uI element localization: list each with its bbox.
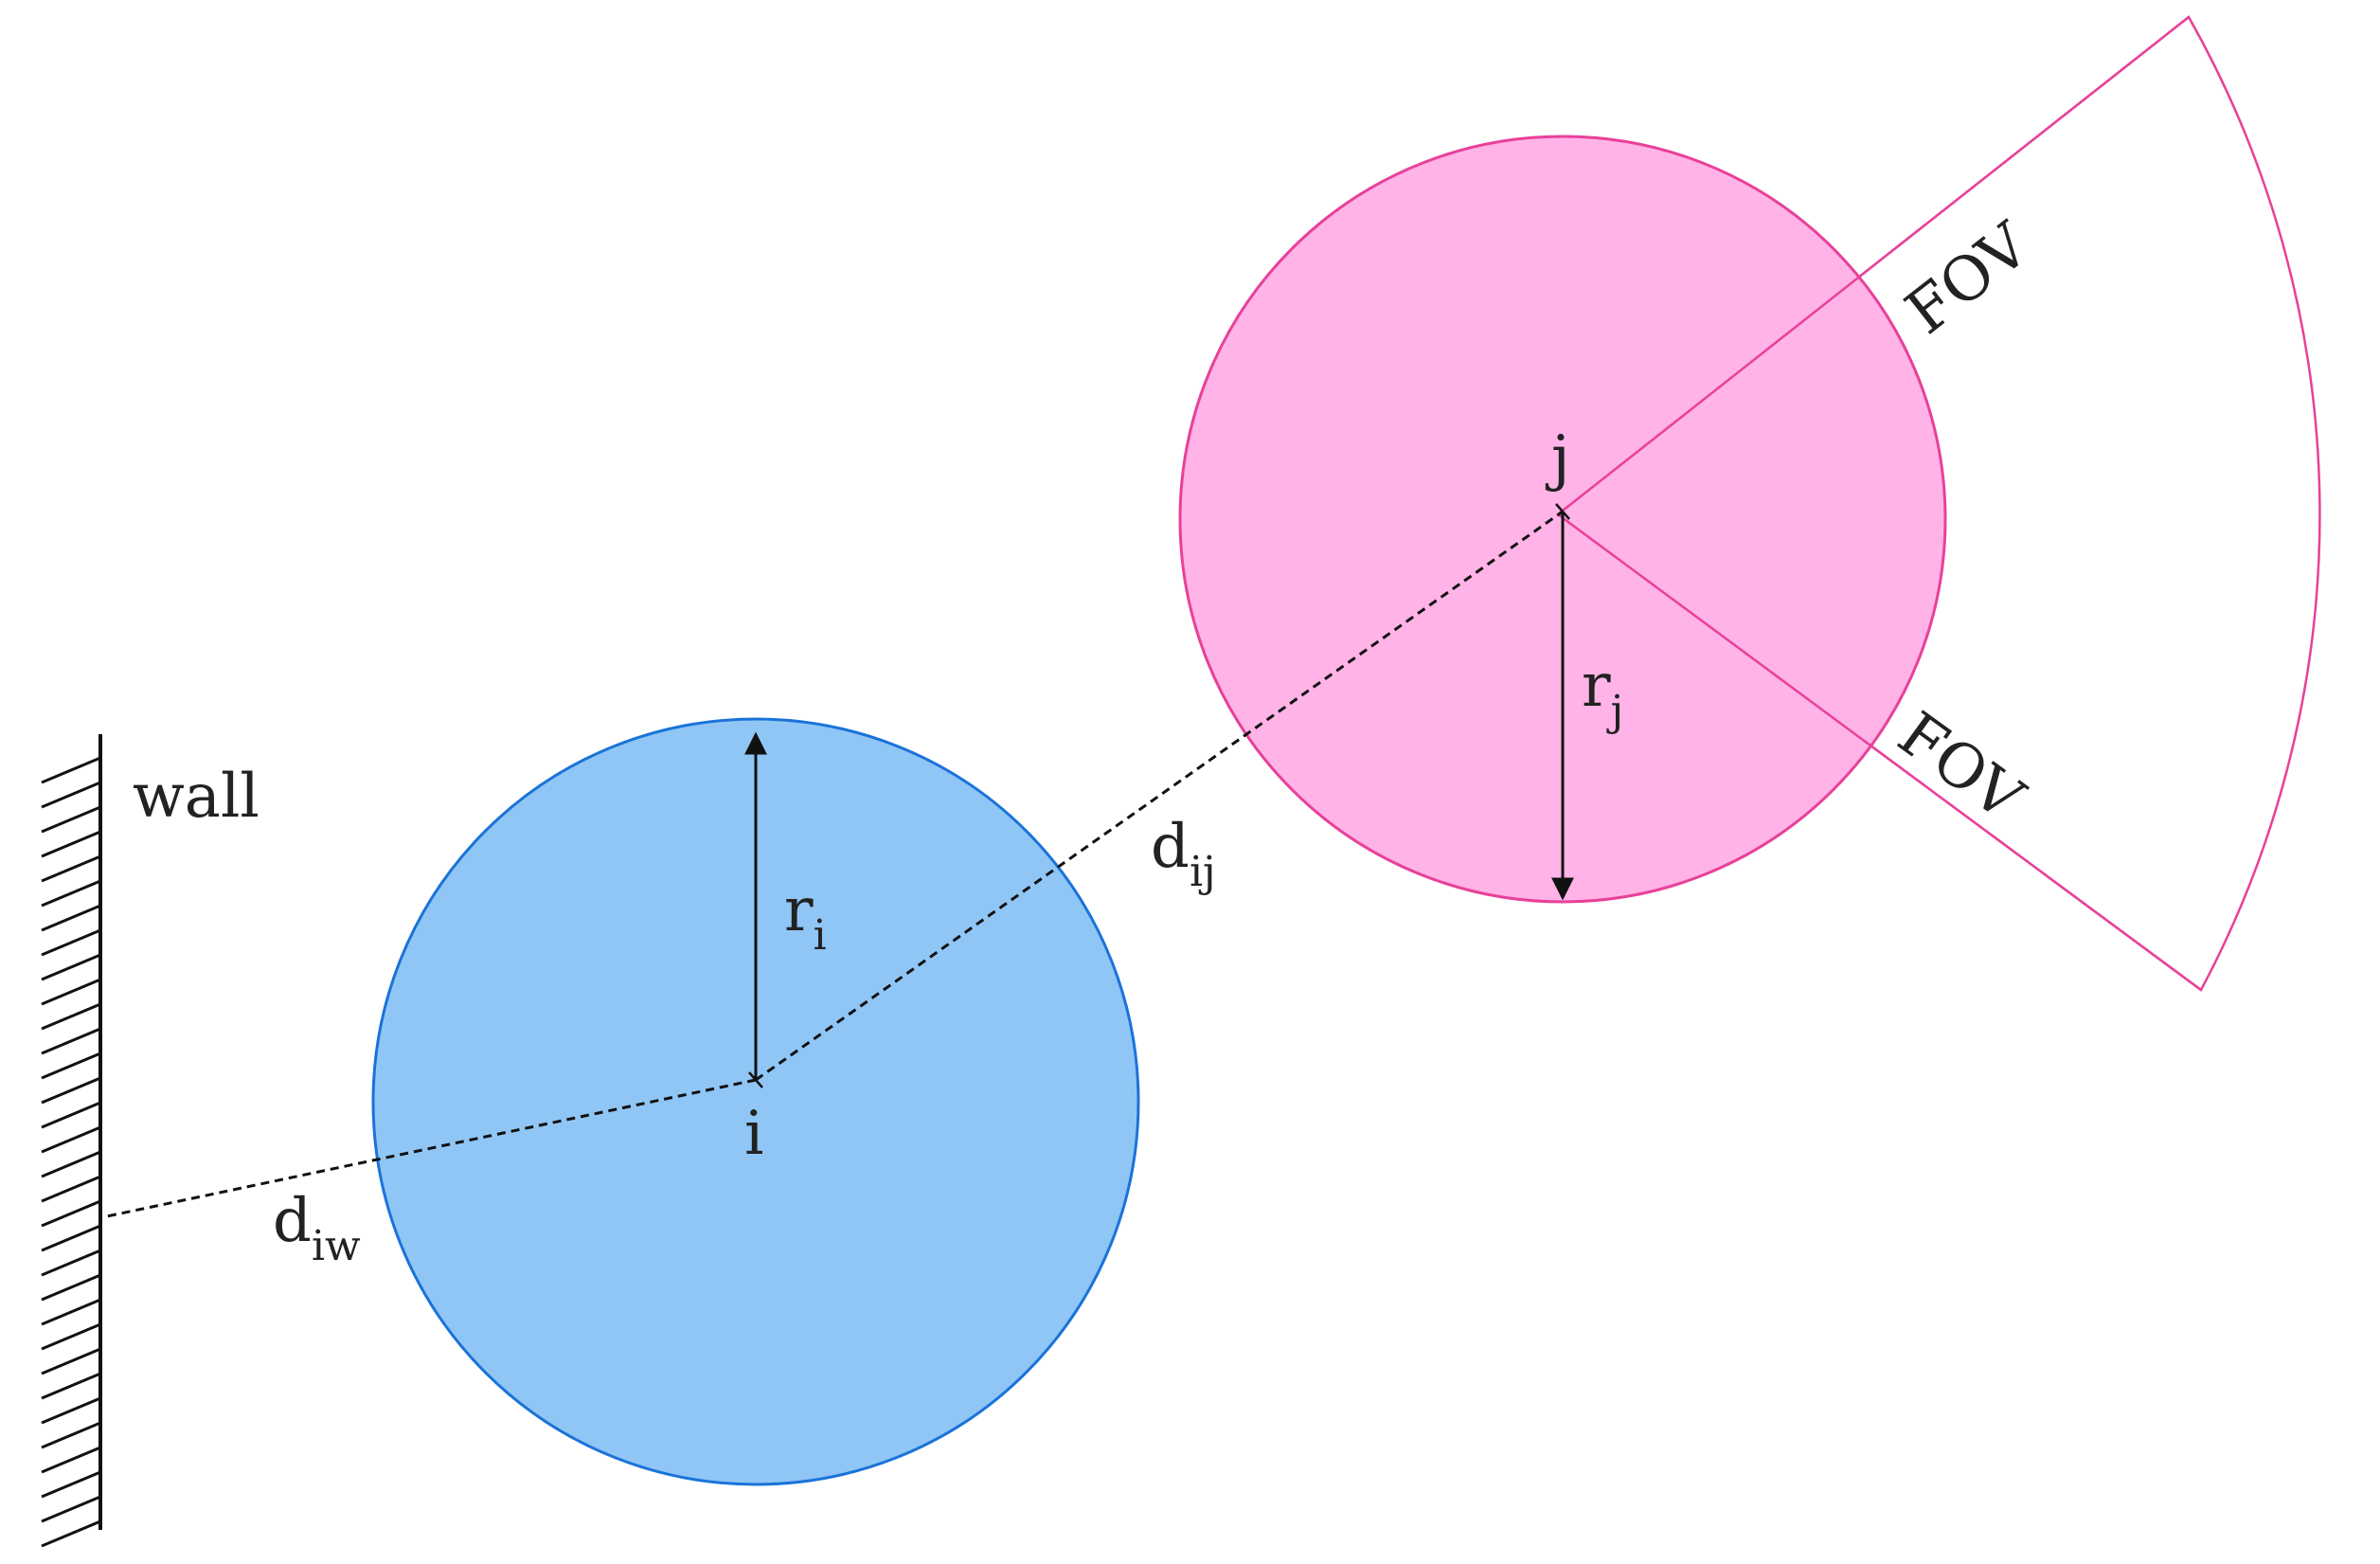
- wall-hatch-line: [41, 1298, 101, 1326]
- wall-hatch-line: [41, 1519, 101, 1548]
- wall-hatch-line: [41, 756, 101, 784]
- distance-iw-label: diw: [273, 1186, 361, 1270]
- wall-hatch-line: [41, 1101, 101, 1129]
- wall-hatch-line: [41, 1076, 101, 1105]
- wall-hatch-line: [41, 978, 101, 1006]
- wall-hatch-line: [41, 805, 101, 834]
- distance-line-i-to-wall: [101, 1078, 757, 1219]
- distance-ij-label: dij: [1151, 812, 1216, 896]
- wall-hatch-line: [41, 1224, 101, 1252]
- fov-label-lower: FOV: [1886, 699, 2037, 836]
- radius-j-base: r: [1582, 651, 1611, 721]
- agent-i-circle: [371, 717, 1140, 1486]
- wall-hatch-line: [41, 904, 101, 932]
- wall-hatch-line: [41, 879, 101, 908]
- radius-j-label: rj: [1582, 651, 1623, 735]
- wall-hatch-line: [41, 830, 101, 858]
- radius-i-label: ri: [784, 875, 827, 960]
- wall-hatch-line: [41, 1027, 101, 1055]
- wall-hatch-line: [41, 1470, 101, 1499]
- radius-j-sub: j: [1606, 687, 1624, 735]
- wall-hatch-line: [41, 928, 101, 957]
- distance-line-i-to-j: [755, 510, 1564, 1082]
- wall-label: wall: [133, 762, 259, 832]
- wall-hatch-line: [41, 1396, 101, 1425]
- wall-hatching: [41, 756, 101, 1548]
- wall-hatch-line: [41, 1322, 101, 1351]
- wall-hatch-line: [41, 854, 101, 883]
- wall-hatch-line: [41, 1421, 101, 1449]
- distance-ij-base: d: [1151, 812, 1190, 882]
- fov-sector: [1555, 15, 2321, 992]
- radius-i-sub: i: [814, 911, 827, 960]
- wall-hatch-line: [41, 1372, 101, 1400]
- radius-i-base: r: [784, 875, 814, 945]
- wall-hatch-line: [41, 1175, 101, 1203]
- wall-hatch-line: [41, 1002, 101, 1031]
- fov-ray-lower: [1557, 512, 2202, 992]
- distance-iw-sub: iw: [312, 1222, 361, 1270]
- distance-iw-base: d: [273, 1186, 312, 1256]
- wall-hatch-line: [41, 1199, 101, 1228]
- wall-hatch-line: [41, 1249, 101, 1277]
- wall-hatch-line: [41, 953, 101, 981]
- wall-hatch-line: [41, 1052, 101, 1080]
- wall: [41, 734, 102, 1548]
- wall-hatch-line: [41, 1446, 101, 1474]
- fov-ray-upper: [1557, 16, 2190, 515]
- wall-hatch-line: [41, 781, 101, 809]
- wall-hatch-line: [41, 1150, 101, 1178]
- wall-hatch-line: [41, 1125, 101, 1154]
- distance-ij-sub: ij: [1190, 848, 1216, 896]
- fov-label-upper: FOV: [1893, 209, 2044, 349]
- wall-hatch-line: [41, 1347, 101, 1375]
- wall-hatch-line: [41, 1495, 101, 1523]
- agent-i-label: i: [744, 1099, 763, 1169]
- wall-hatch-line: [41, 1273, 101, 1302]
